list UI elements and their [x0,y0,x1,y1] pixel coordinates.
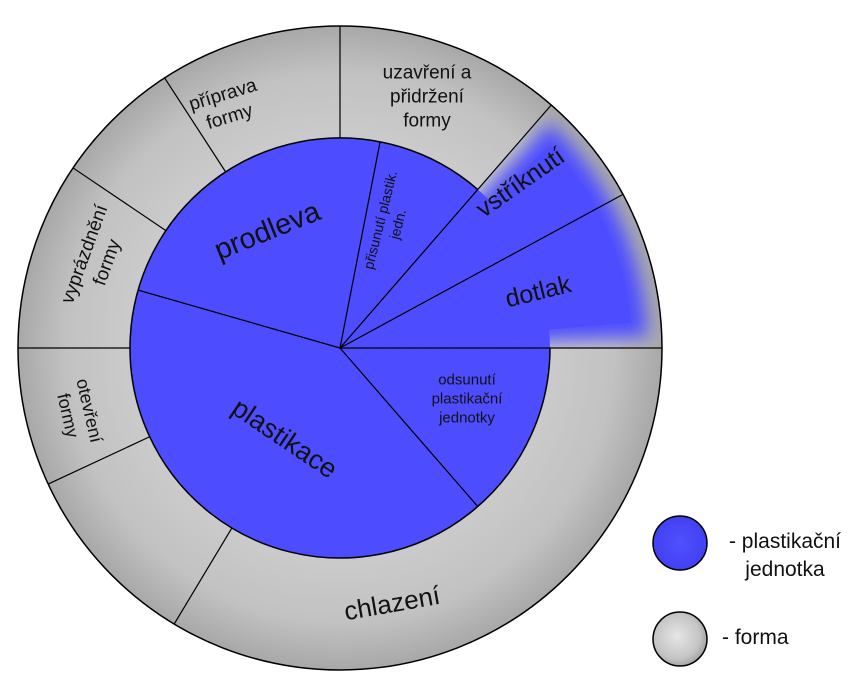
inner-divider [339,104,552,349]
legend-label-unit: - plastikační jednotka [722,528,848,584]
inner-divider [339,347,479,507]
legend-mold-line-1: - forma [722,626,789,649]
legend-label-mold: - forma [722,624,789,652]
legend-unit-line-2: jednotka [745,558,825,581]
outer-divider [164,77,227,173]
legend-swatch-mold [652,611,708,667]
inner-divider [339,193,624,349]
inner-circle [129,137,551,559]
inner-divider [339,141,381,349]
inner-divider [137,289,341,349]
legend-unit-line-1: - plastikační [728,530,842,553]
legend-swatch-unit [652,515,708,571]
injection-wedge-core [340,145,631,348]
outer-divider [72,167,167,232]
outer-circle [17,25,663,671]
outer-divider [47,436,150,485]
outer-divider [173,527,233,625]
